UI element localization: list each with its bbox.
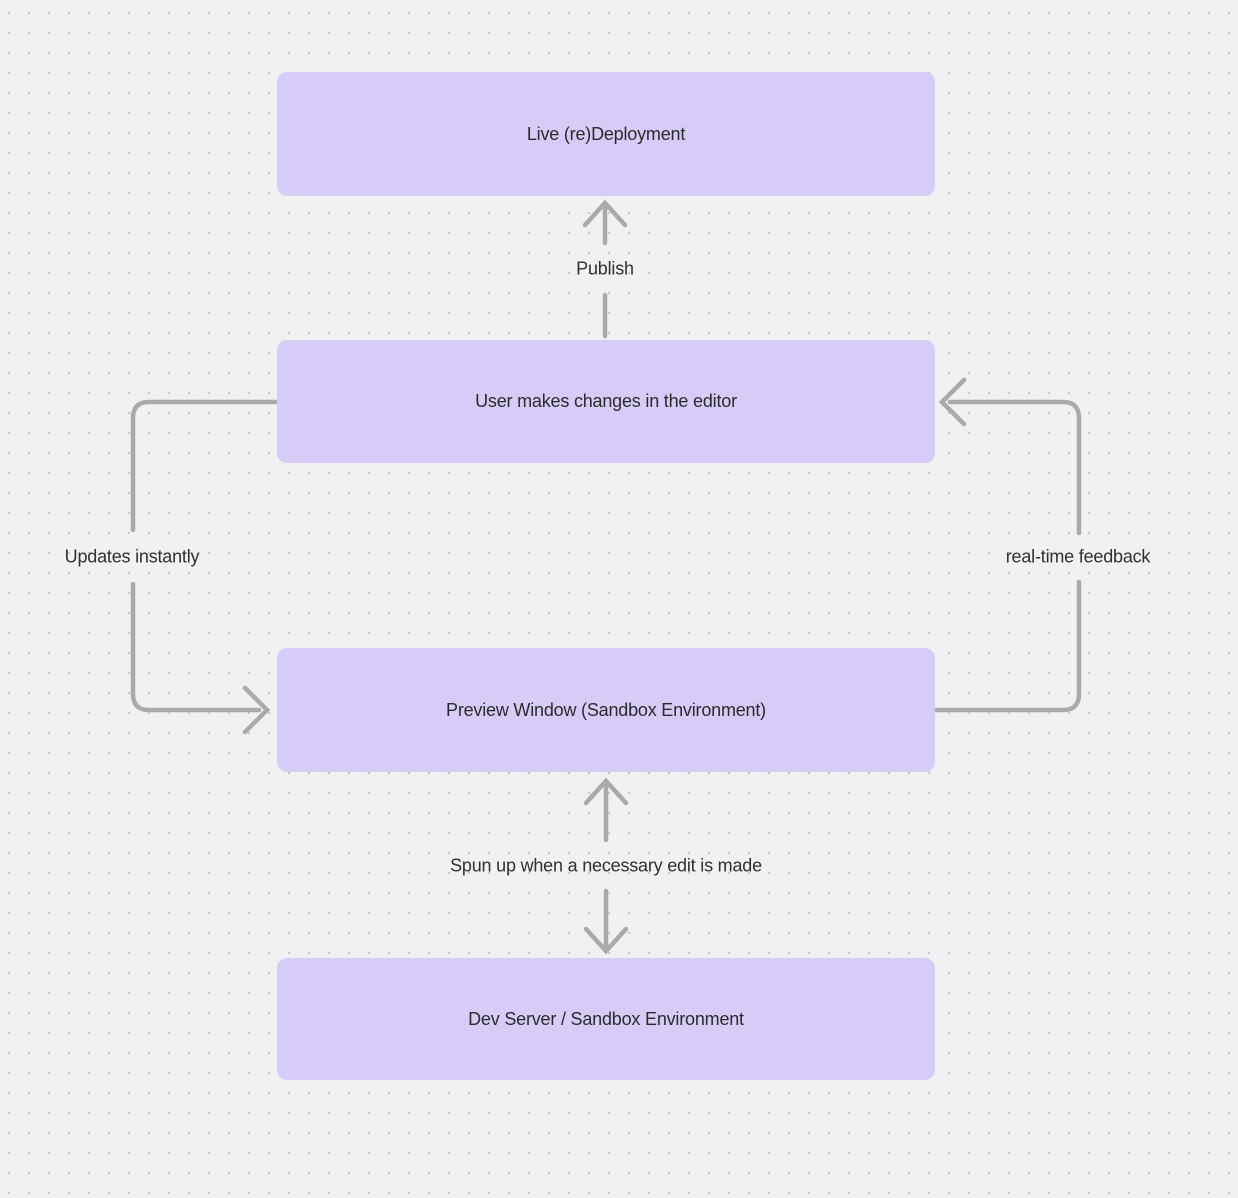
edge-label-real-time-feedback: real-time feedback <box>1005 546 1151 567</box>
edge-label-updates-instantly: Updates instantly <box>64 546 200 567</box>
node-preview-window-label: Preview Window (Sandbox Environment) <box>446 699 766 720</box>
arrow-updates-instantly <box>133 402 277 732</box>
node-dev-server-label: Dev Server / Sandbox Environment <box>468 1008 744 1029</box>
node-dev-server: Dev Server / Sandbox Environment <box>277 958 935 1080</box>
arrow-spun-up-to-dev-server <box>586 891 626 951</box>
arrow-real-time-feedback <box>935 380 1079 710</box>
node-user-editor: User makes changes in the editor <box>277 340 935 463</box>
arrow-publish <box>585 203 625 336</box>
edge-label-publish: Publish <box>576 258 634 279</box>
arrow-spun-up-to-preview <box>586 781 626 840</box>
node-live-redeployment-label: Live (re)Deployment <box>526 123 686 144</box>
edge-label-spun-up: Spun up when a necessary edit is made <box>450 855 762 876</box>
node-user-editor-label: User makes changes in the editor <box>475 391 737 411</box>
node-preview-window: Preview Window (Sandbox Environment) <box>277 648 935 772</box>
node-live-redeployment: Live (re)Deployment <box>277 72 935 196</box>
